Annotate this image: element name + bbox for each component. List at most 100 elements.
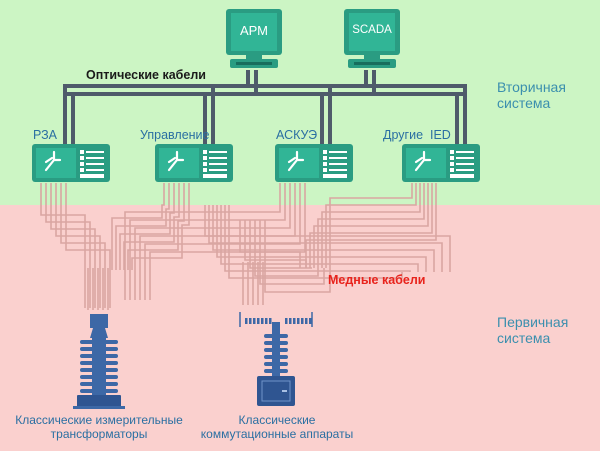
arm-label: АРМ — [239, 23, 269, 38]
transformer-cap — [90, 314, 108, 328]
switch-drive-panel — [261, 380, 291, 402]
ied-indicator-led — [450, 156, 454, 160]
ied-device-other — [402, 144, 480, 182]
arm-screen — [231, 13, 277, 51]
arm-base-slot — [236, 62, 272, 65]
transformer-tank — [77, 395, 121, 407]
switch-drive-box — [257, 376, 295, 406]
copper-wire — [50, 183, 96, 308]
ied-indicator-led — [323, 162, 327, 166]
copper-wire — [115, 183, 170, 270]
ied-device-askue — [275, 144, 353, 182]
ied-display — [159, 148, 199, 178]
ied-display — [406, 148, 446, 178]
ied-indicator-bar — [86, 151, 104, 153]
switch-insulator-shed — [264, 348, 288, 352]
switch-blade-segment — [245, 318, 248, 324]
ied-indicator-bar — [456, 151, 474, 153]
copper-wire — [249, 220, 312, 269]
transformer-insulator — [80, 338, 118, 396]
copper-wire — [60, 183, 106, 308]
ied-button-row — [450, 174, 474, 178]
switch-insulator-shed — [264, 334, 288, 338]
transformer-shed — [80, 347, 118, 351]
switch-blade-segment — [265, 318, 268, 324]
optical-bus — [63, 70, 467, 148]
copper-wire — [264, 220, 331, 293]
ied-button-row — [203, 174, 227, 178]
transformer-neck — [90, 328, 108, 338]
switchgear-icon — [239, 312, 313, 406]
ied-button-row — [323, 174, 347, 178]
ied-indicator-led — [203, 168, 207, 172]
transformer-shed — [80, 361, 118, 365]
ied-indicator-led — [203, 162, 207, 166]
switch-blade-segment — [293, 318, 296, 324]
switch-blade-segment — [289, 318, 292, 324]
ied-display — [279, 148, 319, 178]
ied-schematic-icon — [414, 150, 432, 172]
ied-indicator-bar — [329, 169, 347, 171]
copper-wire — [204, 205, 451, 272]
ied-indicator-bar — [456, 169, 474, 171]
copper-wire — [65, 183, 111, 308]
switch-blade-segment — [269, 318, 272, 324]
switch-blade-segment — [261, 318, 264, 324]
primary-system-text: Первичная система — [497, 314, 569, 347]
ied-button-row — [80, 174, 104, 178]
switch-blade-segment — [309, 318, 312, 324]
switch-insulator — [264, 330, 288, 376]
ied-indicator-led — [323, 168, 327, 172]
switch-insulator-shed — [264, 341, 288, 345]
secondary-system-text: Вторичная система — [497, 79, 566, 112]
ied-schematic-icon — [44, 150, 62, 172]
switch-blade — [245, 318, 312, 324]
switch-blade-segment — [285, 318, 288, 324]
ied-indicator-led — [323, 150, 327, 154]
transformer-shed — [80, 375, 118, 379]
copper-wire — [149, 183, 306, 300]
transformer-shed — [80, 368, 118, 372]
switch-blade-segment — [305, 318, 308, 324]
copper-wire — [124, 183, 281, 300]
scada-base-slot — [354, 62, 390, 65]
copper-wire — [216, 205, 427, 272]
secondary-system-label: Вторичная система — [497, 79, 566, 111]
switch-blade-segment — [249, 318, 252, 324]
copper-cable-bundle — [40, 183, 451, 310]
ied-indicator-bar — [86, 169, 104, 171]
ied-label-askue: АСКУЭ — [276, 128, 318, 142]
copper-wire — [144, 183, 301, 300]
ied-indicator-led — [450, 150, 454, 154]
scada-stand — [364, 55, 380, 59]
ied-indicator-led — [80, 156, 84, 160]
ied-indicator-led — [80, 162, 84, 166]
ied-indicator-bar — [209, 163, 227, 165]
copper-wire — [45, 183, 91, 308]
ied-display — [36, 148, 76, 178]
scada-screen — [349, 13, 395, 51]
ied-indicator-led — [80, 168, 84, 172]
ied-indicator-bar — [209, 169, 227, 171]
transformers-caption: Классические измерительные трансформатор… — [15, 413, 183, 441]
copper-wire — [254, 220, 319, 277]
transformer-base — [73, 406, 125, 409]
instrument-transformer-icon — [73, 314, 125, 409]
copper-wire — [119, 183, 175, 270]
copper-wire — [259, 220, 325, 285]
copper-wire — [244, 220, 307, 268]
ied-indicator-bar — [456, 163, 474, 165]
switch-insulator-shed — [264, 369, 288, 373]
ied-devices — [32, 144, 480, 182]
ied-label-rza: РЗА — [33, 128, 57, 142]
transformer-shed — [80, 389, 118, 393]
ied-indicator-led — [450, 168, 454, 172]
copper-wire — [313, 183, 429, 268]
transformer-shed — [80, 354, 118, 358]
arm-stand — [246, 55, 262, 59]
ied-indicator-led — [203, 156, 207, 160]
optical-cables-label: Оптические кабели — [86, 68, 206, 82]
ied-schematic-icon — [287, 150, 305, 172]
copper-wire — [129, 183, 286, 300]
ied-label-control: Управление — [140, 128, 210, 142]
